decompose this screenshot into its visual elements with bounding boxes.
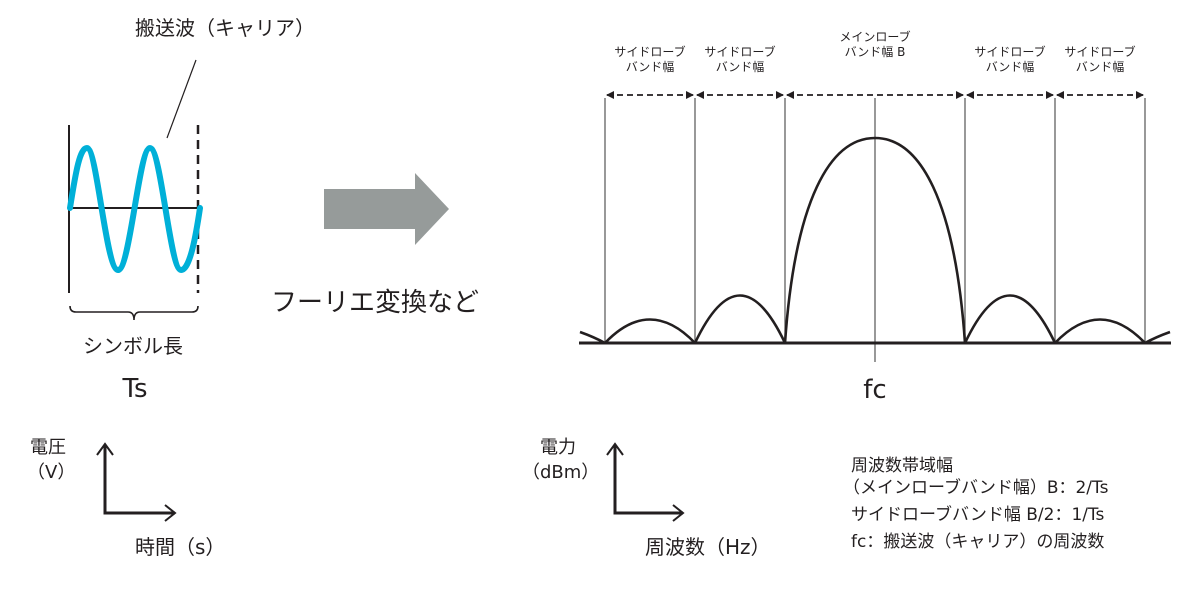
transform-label: フーリエ変換など [271, 288, 480, 318]
center-frequency-label: fc [863, 375, 887, 405]
transform-arrow-icon [324, 173, 449, 245]
side-lobe-outer-right [1054, 318, 1146, 344]
carrier-label: 搬送波（キャリア） [135, 16, 315, 40]
band-label-1: サイドローブバンド幅 [614, 45, 686, 74]
time-axes-indicator [96, 442, 177, 522]
spectrum-plot [579, 91, 1171, 362]
main-lobe [783, 136, 967, 344]
note-main-lobe: （メインローブバンド幅）B：2/Ts [843, 478, 1109, 498]
note-bandwidth-title: 周波数帯域幅 [851, 456, 953, 476]
edge-lobe-right [1144, 330, 1171, 345]
side-lobe-outer-left [604, 318, 696, 344]
time-axis-label: 時間（s） [135, 535, 226, 559]
band-label-main: メインローブバンド幅 B [839, 30, 911, 59]
voltage-axis-label: 電圧 [30, 437, 66, 458]
note-side-lobe: サイドローブバンド幅 B/2：1/Ts [851, 505, 1105, 525]
carrier-wave [67, 144, 203, 274]
band-label-2: サイドローブバンド幅 [704, 45, 776, 74]
symbol-length-brace [69, 305, 199, 321]
voltage-axis-unit: （V） [27, 462, 76, 483]
spectrum-axes-indicator [606, 442, 685, 522]
side-lobe-inner-left [693, 294, 787, 344]
time-domain-plot [67, 59, 203, 321]
carrier-leader-line [166, 59, 197, 139]
symbol-length-symbol: Ts [122, 374, 148, 404]
side-lobe-inner-right [963, 294, 1057, 344]
notes-block: 周波数帯域幅 （メインローブバンド幅）B：2/Ts サイドローブバンド幅 B/2… [843, 455, 1108, 553]
power-axis-label: 電力 [540, 437, 576, 458]
power-axis-unit: （dBm） [522, 462, 600, 483]
band-label-4: サイドローブバンド幅 [974, 45, 1046, 74]
frequency-axis-label: 周波数（Hz） [645, 535, 771, 559]
note-fc: fc：搬送波（キャリア）の周波数 [851, 532, 1105, 552]
band-label-5: サイドローブバンド幅 [1064, 45, 1136, 74]
symbol-length-label: シンボル長 [83, 334, 183, 358]
edge-lobe-left [579, 330, 606, 345]
